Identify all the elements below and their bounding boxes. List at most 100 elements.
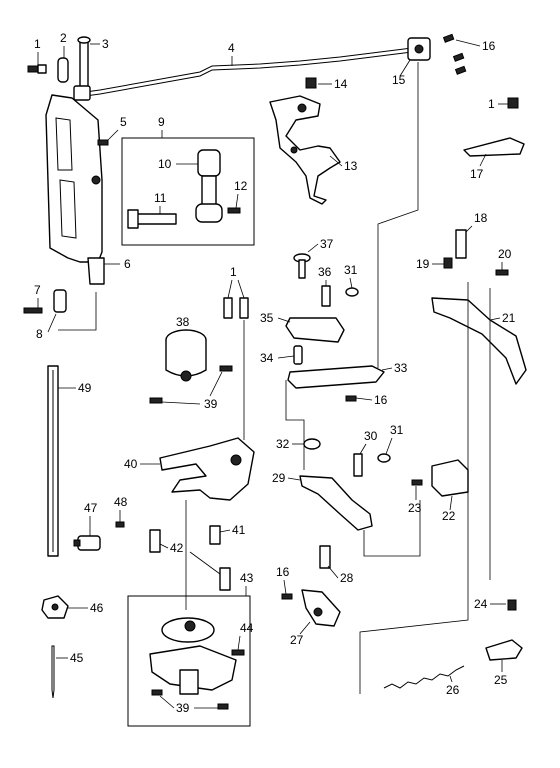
callout-37: 37 xyxy=(320,237,334,251)
part-34-pin xyxy=(293,345,303,365)
part-41-screw xyxy=(209,525,221,545)
callout-20: 20 xyxy=(498,247,512,261)
callout-41: 41 xyxy=(232,523,246,537)
callout-15: 15 xyxy=(392,73,406,87)
callout-18: 18 xyxy=(474,211,488,225)
callout-35: 35 xyxy=(260,311,274,325)
callout-39-lower: 39 xyxy=(176,701,190,715)
part-49-needle-bar xyxy=(47,365,59,557)
part-17-lever xyxy=(463,137,525,157)
part-19-screw xyxy=(443,257,453,269)
part-16-screw-middle xyxy=(345,395,357,402)
part-14-screw xyxy=(305,77,317,89)
part-7-screw xyxy=(23,307,43,314)
callout-29: 29 xyxy=(272,471,286,485)
part-15-collar xyxy=(407,37,431,61)
callout-11: 11 xyxy=(154,191,167,205)
part-27-bracket xyxy=(301,589,341,627)
part-10-bracket xyxy=(195,149,223,223)
callout-39-upper: 39 xyxy=(204,397,218,411)
part-6-frame xyxy=(45,94,105,285)
part-48-screw xyxy=(115,521,125,528)
part-39-screw-b xyxy=(149,397,163,404)
part-4-rod-edge xyxy=(77,51,413,98)
callout-47: 47 xyxy=(84,501,98,515)
part-21-lever xyxy=(431,297,527,385)
part-18-screw xyxy=(455,229,467,259)
part-29-lever xyxy=(299,475,373,531)
callout-9: 9 xyxy=(158,115,165,129)
callout-36: 36 xyxy=(318,265,332,279)
part-1-screw-right xyxy=(507,97,519,109)
callout-43: 43 xyxy=(240,571,254,585)
part-45-needle xyxy=(51,645,55,699)
part-5-screw xyxy=(97,139,109,146)
part-2-pin xyxy=(57,57,69,83)
callout-2: 2 xyxy=(60,31,67,45)
callout-22: 22 xyxy=(442,509,456,523)
part-36-pin xyxy=(321,285,331,307)
part-23-screw xyxy=(411,479,423,486)
guide-line-7 xyxy=(285,380,305,470)
callout-44: 44 xyxy=(240,621,254,635)
callout-8: 8 xyxy=(36,327,43,341)
part-24-screw xyxy=(507,599,517,611)
callout-46: 46 xyxy=(90,601,104,615)
part-38-cam xyxy=(165,329,207,382)
part-31-washer-a xyxy=(345,287,359,297)
callout-10: 10 xyxy=(158,157,172,171)
callout-4: 4 xyxy=(228,41,235,55)
callout-23: 23 xyxy=(408,501,422,515)
callout-16-top: 16 xyxy=(482,39,496,53)
callout-1-topleft: 1 xyxy=(34,37,41,51)
callouts: 1 2 3 4 5 6 7 8 9 10 11 12 13 14 15 16 1… xyxy=(34,31,516,715)
part-22-block xyxy=(431,459,469,497)
callout-14: 14 xyxy=(334,77,348,91)
part-16-screws-top xyxy=(442,33,467,75)
part-39-screw-d xyxy=(217,703,229,710)
callout-38: 38 xyxy=(176,315,190,329)
part-9-group-box xyxy=(121,137,255,246)
part-1-screws-middle xyxy=(223,297,249,319)
guide-line-1 xyxy=(58,292,97,331)
callout-45: 45 xyxy=(70,651,84,665)
part-46-clamp xyxy=(41,595,69,619)
part-47-clamp xyxy=(73,535,101,551)
callout-31-upper: 31 xyxy=(344,263,358,277)
part-1-screw-topleft xyxy=(27,64,47,74)
callout-49: 49 xyxy=(78,381,92,395)
callout-12: 12 xyxy=(234,179,248,193)
part-39-screw-a xyxy=(219,365,233,372)
part-39-screw-c xyxy=(151,689,163,696)
part-42-screw-b xyxy=(219,567,231,591)
part-4-rod xyxy=(77,47,413,94)
part-40-fork xyxy=(159,437,255,501)
guide-line-2 xyxy=(377,62,419,368)
part-44-screw xyxy=(231,649,245,656)
part-42-screw-a xyxy=(149,529,161,553)
part-35-plate xyxy=(285,317,345,343)
part-33-link xyxy=(287,365,385,389)
part-31-washer-b xyxy=(377,453,391,463)
callout-21: 21 xyxy=(502,311,516,325)
part-12-screw xyxy=(227,207,241,214)
part-32-washer xyxy=(303,438,321,450)
part-8-pin xyxy=(53,289,67,313)
callout-16-middle: 16 xyxy=(374,393,388,407)
callout-24: 24 xyxy=(474,597,488,611)
callout-31-lower: 31 xyxy=(390,423,404,437)
part-16-screw-lower xyxy=(281,593,293,600)
part-3-collar xyxy=(73,85,91,101)
part-30-pin xyxy=(353,453,363,477)
callout-1-middle: 1 xyxy=(230,265,237,279)
part-37-screw xyxy=(293,253,311,279)
part-3-pin xyxy=(77,36,91,91)
callout-27: 27 xyxy=(290,633,304,647)
part-43-group-box xyxy=(127,595,251,727)
part-43-mechanism xyxy=(149,617,237,695)
callout-1-right: 1 xyxy=(488,97,495,111)
part-20-screw xyxy=(495,269,509,276)
part-26-spring xyxy=(383,665,465,689)
callout-16-lower: 16 xyxy=(276,565,290,579)
